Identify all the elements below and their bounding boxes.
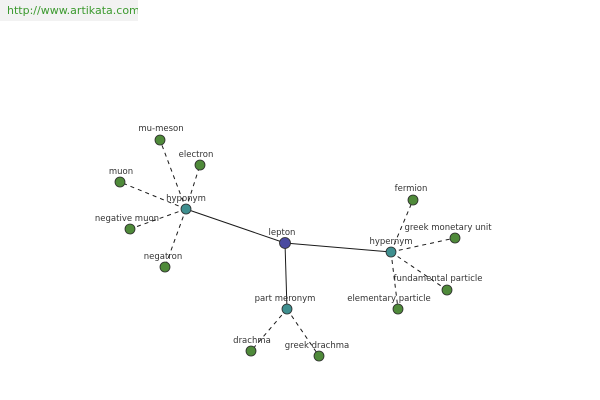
edge-part-meronym-to-greek-drachma [286, 308, 320, 357]
node-negatron[interactable] [159, 261, 171, 273]
node-label-greek-drachma[interactable]: greek drachma [285, 341, 349, 351]
edge-hyponym-to-muon [119, 181, 187, 210]
node-label-negatron[interactable]: negatron [144, 252, 182, 262]
node-label-lepton[interactable]: lepton [269, 228, 296, 238]
node-label-negative-muon[interactable]: negative muon [95, 214, 159, 224]
node-label-muon[interactable]: muon [109, 167, 133, 177]
node-label-greek-monetary-unit[interactable]: greek monetary unit [404, 223, 492, 233]
node-greek-drachma[interactable] [313, 350, 325, 362]
node-drachma[interactable] [245, 345, 257, 357]
node-mu-meson[interactable] [154, 134, 166, 146]
edge-lepton-to-hyponym [185, 208, 286, 244]
node-fermion[interactable] [407, 194, 419, 206]
node-label-drachma[interactable]: drachma [233, 336, 271, 346]
edge-hypernym-to-elementary-particle [390, 251, 399, 310]
node-greek-monetary-unit[interactable] [449, 232, 461, 244]
graph-labels: lepton hyponym hypernym part meronym mu-meso… [95, 124, 492, 351]
edge-hypernym-to-fundamental-particle [390, 251, 448, 291]
node-elementary-particle[interactable] [392, 303, 404, 315]
edge-lepton-to-part-meronym [284, 242, 288, 310]
node-hyponym[interactable] [180, 203, 192, 215]
node-fundamental-particle[interactable] [441, 284, 453, 296]
edge-lepton-to-hypernym [284, 242, 392, 253]
node-hypernym[interactable] [385, 246, 397, 258]
node-lepton[interactable] [279, 237, 291, 249]
node-label-mu-meson[interactable]: mu-meson [138, 124, 183, 134]
node-label-hypernym[interactable]: hypernym [369, 237, 412, 247]
edge-hypernym-to-greek-monetary-unit [390, 237, 456, 253]
node-label-hyponym[interactable]: hyponym [166, 194, 206, 204]
node-label-fermion[interactable]: fermion [395, 184, 428, 194]
node-negative-muon[interactable] [124, 223, 136, 235]
edge-hypernym-to-fermion [390, 199, 414, 253]
edge-hyponym-to-negative-muon [129, 208, 187, 230]
node-label-part-meronym[interactable]: part meronym [255, 294, 316, 304]
edge-part-meronym-to-drachma [250, 308, 288, 352]
edge-hyponym-to-negatron [164, 208, 187, 268]
node-muon[interactable] [114, 176, 126, 188]
node-label-electron[interactable]: electron [179, 150, 214, 160]
graph-edges [119, 139, 456, 357]
site-link[interactable]: http://www.artikata.com [0, 0, 138, 21]
node-electron[interactable] [194, 159, 206, 171]
graph-nodes [114, 134, 461, 362]
node-part-meronym[interactable] [281, 303, 293, 315]
node-label-elementary-particle[interactable]: elementary particle [347, 294, 431, 304]
node-label-fundamental-particle[interactable]: fundamental particle [394, 274, 483, 284]
